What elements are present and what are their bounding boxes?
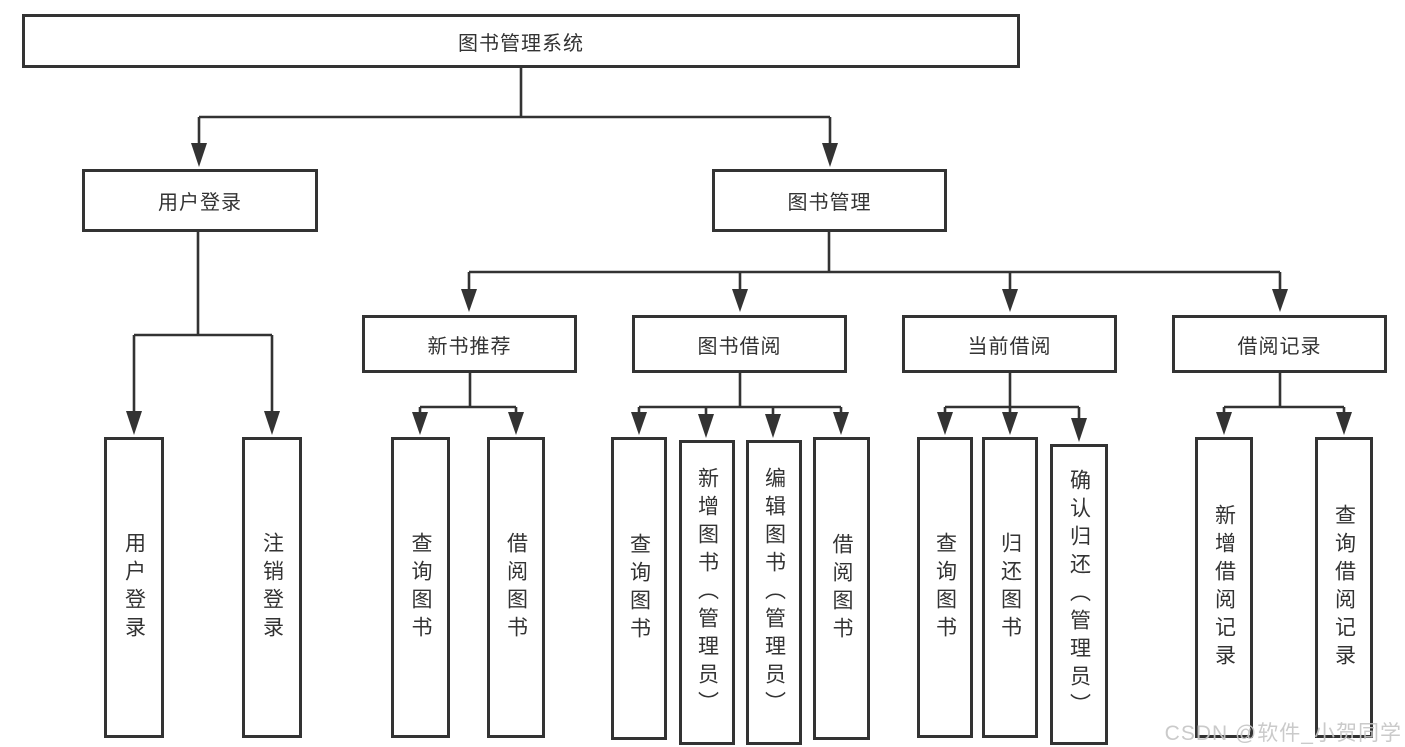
connector-book-borrow — [631, 373, 849, 438]
leaf-add-borrow-record: 新增借阅记录 — [1195, 437, 1253, 738]
node-user-login: 用户登录 — [82, 169, 318, 232]
connector-borrow-records — [1216, 373, 1352, 435]
leaf-return-book: 归还图书 — [982, 437, 1038, 738]
leaf-add-book-admin: 新增图书（管理员） — [679, 440, 735, 745]
node-new-book-recommend: 新书推荐 — [362, 315, 577, 373]
connector-book-mgmt — [461, 232, 1288, 312]
leaf-borrow-books: 借阅图书 — [813, 437, 870, 740]
csdn-watermark: CSDN @软件_小贺同学 — [1164, 722, 1402, 745]
connector-user-login — [126, 232, 280, 435]
connector-root — [191, 68, 838, 167]
connector-new-book — [412, 373, 524, 435]
leaf-query-borrow-record: 查询借阅记录 — [1315, 437, 1373, 738]
leaf-query-books-borrow: 查询图书 — [611, 437, 667, 740]
leaf-edit-book-admin: 编辑图书（管理员） — [746, 440, 802, 745]
node-book-management: 图书管理 — [712, 169, 947, 232]
leaf-query-books-recommend: 查询图书 — [391, 437, 450, 738]
node-root-system: 图书管理系统 — [22, 14, 1020, 68]
node-borrowing-records: 借阅记录 — [1172, 315, 1387, 373]
node-book-borrowing: 图书借阅 — [632, 315, 847, 373]
leaf-borrow-books-recommend: 借阅图书 — [487, 437, 545, 738]
leaf-user-login: 用户登录 — [104, 437, 164, 738]
leaf-logout: 注销登录 — [242, 437, 302, 738]
leaf-query-books-current: 查询图书 — [917, 437, 973, 738]
connector-current-borrow — [937, 373, 1087, 442]
node-current-borrowing: 当前借阅 — [902, 315, 1117, 373]
leaf-confirm-return-admin: 确认归还（管理员） — [1050, 444, 1108, 745]
